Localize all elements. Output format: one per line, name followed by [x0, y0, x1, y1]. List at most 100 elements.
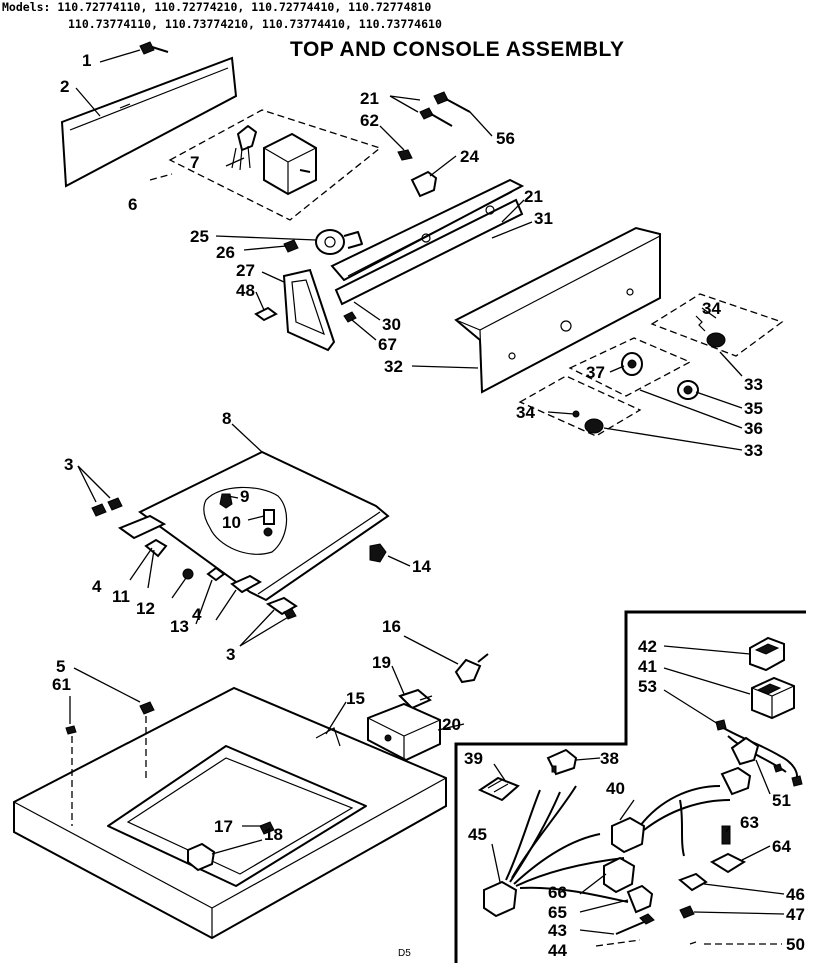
capacitor-part-51	[730, 736, 760, 766]
label-61: 61	[52, 675, 71, 694]
label-37: 37	[586, 363, 605, 382]
main-wire-harness-part-45	[483, 785, 629, 918]
wire-clip-part-7	[231, 125, 257, 171]
label-12: 12	[136, 599, 155, 618]
bracket-part-24	[410, 170, 438, 198]
models-list-line-1: Models: 110.72774110, 110.72774210, 110.…	[2, 0, 431, 14]
label-50: 50	[786, 935, 805, 954]
connector-part-38	[546, 748, 578, 776]
label-30: 30	[382, 315, 401, 334]
label-5: 5	[56, 657, 65, 676]
label-9: 9	[240, 487, 249, 506]
hinge-part-13	[206, 566, 226, 582]
knob-part-33-lower	[584, 418, 604, 434]
page-title: TOP AND CONSOLE ASSEMBLY	[290, 38, 624, 61]
label-7: 7	[190, 153, 199, 172]
label-19: 19	[372, 653, 391, 672]
label-65: 65	[548, 903, 567, 922]
label-32: 32	[384, 357, 403, 376]
label-56: 56	[496, 129, 515, 148]
wiring-parts-frame	[454, 610, 806, 963]
knob-part-37	[621, 352, 643, 376]
label-10: 10	[222, 513, 241, 532]
screw-part-26	[283, 239, 299, 253]
label-39: 39	[464, 749, 483, 768]
terminal-part-43	[615, 913, 655, 935]
label-42: 42	[638, 637, 657, 656]
label-40: 40	[606, 779, 625, 798]
label-3-upper: 3	[64, 455, 73, 474]
label-64: 64	[772, 837, 791, 856]
switch-part-25	[315, 229, 363, 255]
connector-part-39	[477, 776, 520, 802]
connector-part-66	[603, 856, 636, 894]
harness-part-40	[611, 766, 752, 857]
connector-part-65	[626, 884, 654, 914]
label-47: 47	[786, 905, 805, 924]
label-14: 14	[412, 557, 431, 576]
hinge-bracket-part-4-right	[230, 574, 262, 594]
label-67: 67	[378, 335, 397, 354]
wire-harness-part-53	[715, 719, 803, 787]
label-24: 24	[460, 147, 479, 166]
label-51: 51	[772, 791, 791, 810]
label-1: 1	[82, 51, 91, 70]
label-38: 38	[600, 749, 619, 768]
label-35: 35	[744, 399, 763, 418]
lid-switch-part-16	[454, 653, 489, 684]
screw-part-21-top	[433, 91, 471, 113]
bracket-part-64	[709, 852, 747, 874]
label-41: 41	[638, 657, 657, 676]
screw-part-67	[343, 311, 357, 323]
label-11: 11	[112, 587, 130, 606]
clip-part-47	[679, 905, 695, 919]
top-panel-part-15	[13, 686, 447, 940]
label-16: 16	[382, 617, 401, 636]
label-27: 27	[236, 261, 255, 280]
hinge-part-11	[144, 538, 168, 558]
lid-switch-part-18	[187, 842, 216, 872]
label-34-upper: 34	[702, 299, 721, 318]
label-21-right: 21	[524, 187, 543, 206]
terminal-block-part-41	[751, 676, 795, 720]
label-2: 2	[60, 77, 69, 96]
lid-part-8	[138, 450, 390, 602]
label-66: 66	[548, 883, 567, 902]
dashed-group-33-upper	[650, 293, 784, 357]
dashed-group-33-lower	[518, 375, 642, 437]
terminal-block-part-42	[749, 636, 785, 672]
spring-part-34-upper	[695, 315, 706, 332]
screw-part-5	[139, 701, 155, 715]
hinge-parts-3-lower	[265, 596, 298, 620]
part-number-labels: 1 2 7 6 21 62 56 24 21 31 25 26 27 48 30…	[52, 51, 805, 960]
diagram-code: D5	[398, 948, 411, 959]
console-end-cap-part-27	[282, 268, 336, 352]
label-17: 17	[214, 817, 233, 836]
label-31: 31	[534, 209, 553, 228]
terminal-part-44	[595, 939, 641, 947]
label-33-lower: 33	[744, 441, 763, 460]
label-20: 20	[442, 715, 461, 734]
clip-part-48	[254, 306, 278, 322]
back-panel-part-2	[60, 56, 238, 188]
label-15: 15	[346, 689, 365, 708]
actuator-part-19	[398, 688, 433, 710]
label-48: 48	[236, 281, 255, 300]
dashed-group-36	[568, 337, 692, 397]
label-36: 36	[744, 419, 763, 438]
switch-housing-part-20	[367, 702, 441, 762]
label-4-right: 4	[192, 605, 202, 624]
console-panel-part-32	[454, 226, 661, 394]
label-6: 6	[128, 195, 137, 214]
label-25: 25	[190, 227, 209, 246]
label-4-left: 4	[92, 577, 102, 596]
label-43: 43	[548, 921, 567, 940]
label-3-lower: 3	[226, 645, 235, 664]
clip-part-62	[397, 149, 413, 161]
screw-part-63	[721, 825, 731, 845]
pad-part-14	[369, 543, 387, 563]
label-33-upper: 33	[744, 375, 763, 394]
screw-part-61	[65, 725, 77, 735]
pad-part-12	[182, 568, 194, 580]
